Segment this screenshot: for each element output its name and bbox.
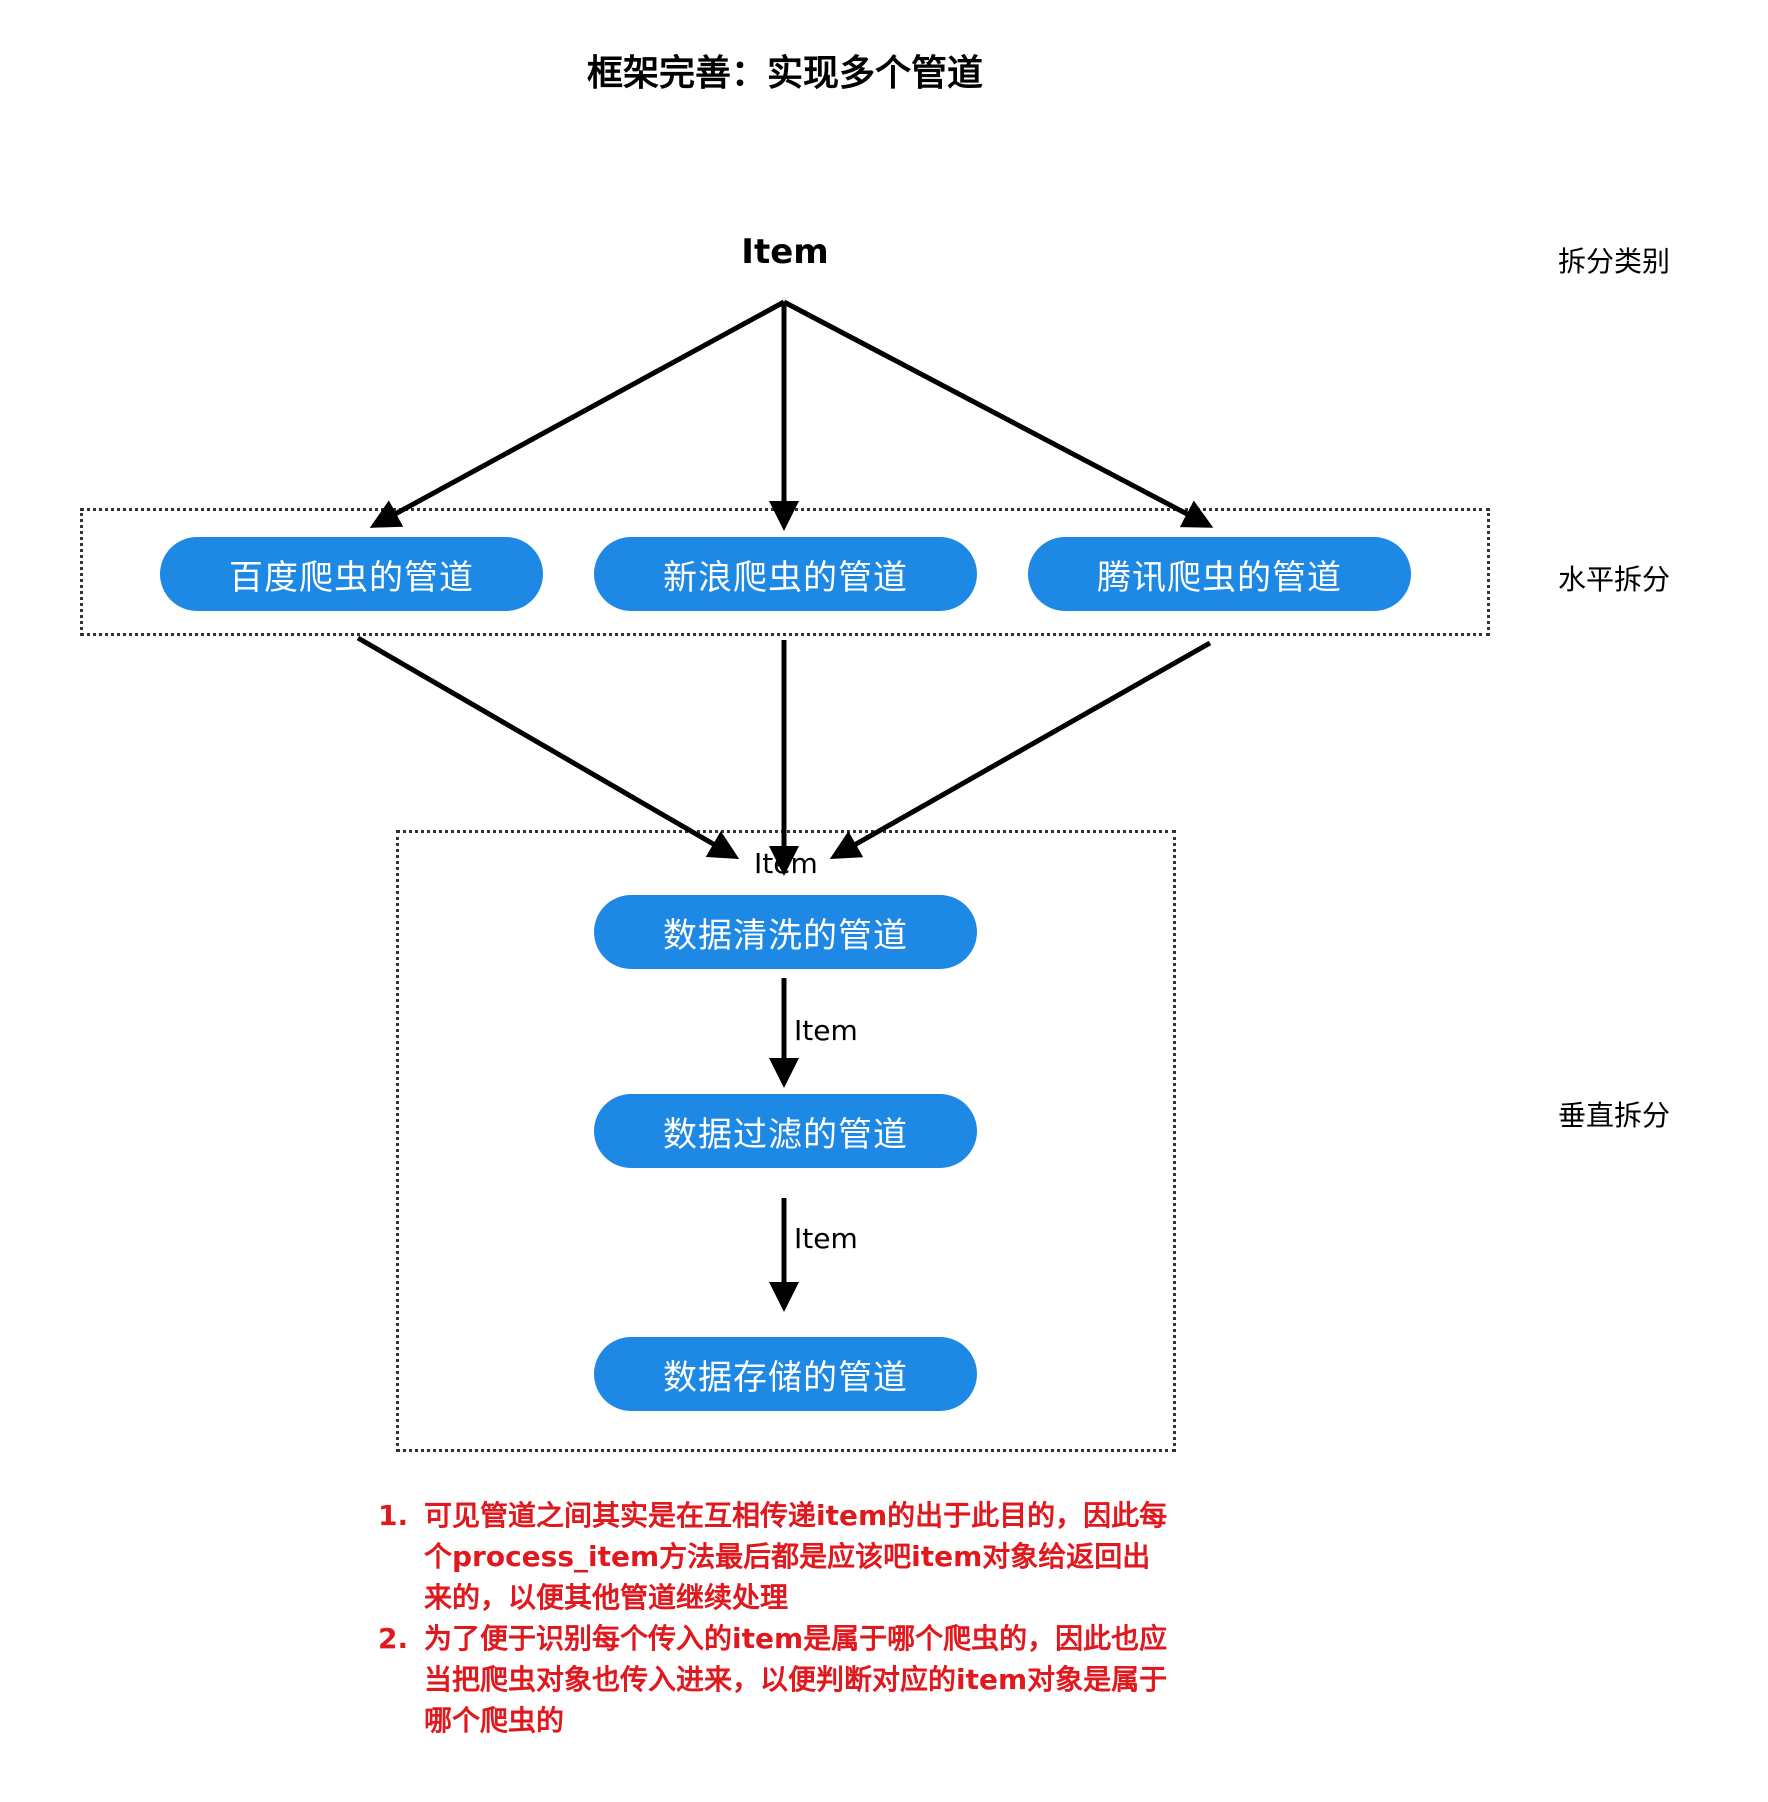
note-text: 可见管道之间其实是在互相传递item的出于此目的，因此每个process_ite… [424,1499,1168,1614]
pipeline-storage: 数据存储的管道 [594,1337,977,1411]
flow-label-item-filtering-to-storage: Item [794,1222,858,1255]
note-item: 1. 可见管道之间其实是在互相传递item的出于此目的，因此每个process_… [378,1495,1178,1618]
pipeline-cleaning: 数据清洗的管道 [594,895,977,969]
arrow-item-to-baidu [369,299,786,528]
arrow-baidu-to-cleaning [356,635,740,860]
side-label-horizontal: 水平拆分 [1558,563,1671,596]
root-item-label: Item [741,232,829,272]
note-text: 为了便于识别每个传入的item是属于哪个爬虫的，因此也应当把爬虫对象也传入进来，… [424,1622,1168,1737]
side-label-split-category: 拆分类别 [1558,245,1671,278]
pipeline-baidu: 百度爬虫的管道 [160,537,543,611]
note-number: 2. [378,1622,409,1655]
note-number: 1. [378,1499,409,1532]
pipeline-tencent: 腾讯爬虫的管道 [1028,537,1411,611]
flow-label-item-cleaning-to-filtering: Item [794,1014,858,1047]
arrow-item-to-tencent [782,299,1214,528]
notes-list: 1. 可见管道之间其实是在互相传递item的出于此目的，因此每个process_… [378,1495,1178,1741]
pipeline-sina: 新浪爬虫的管道 [594,537,977,611]
note-item: 2. 为了便于识别每个传入的item是属于哪个爬虫的，因此也应当把爬虫对象也传入… [378,1618,1178,1741]
pipeline-filtering: 数据过滤的管道 [594,1094,977,1168]
diagram-title: 框架完善：实现多个管道 [586,53,983,94]
flow-label-item-into-cleaning: Item [754,847,818,880]
arrow-tencent-to-cleaning [829,640,1212,859]
side-label-vertical: 垂直拆分 [1558,1099,1671,1132]
